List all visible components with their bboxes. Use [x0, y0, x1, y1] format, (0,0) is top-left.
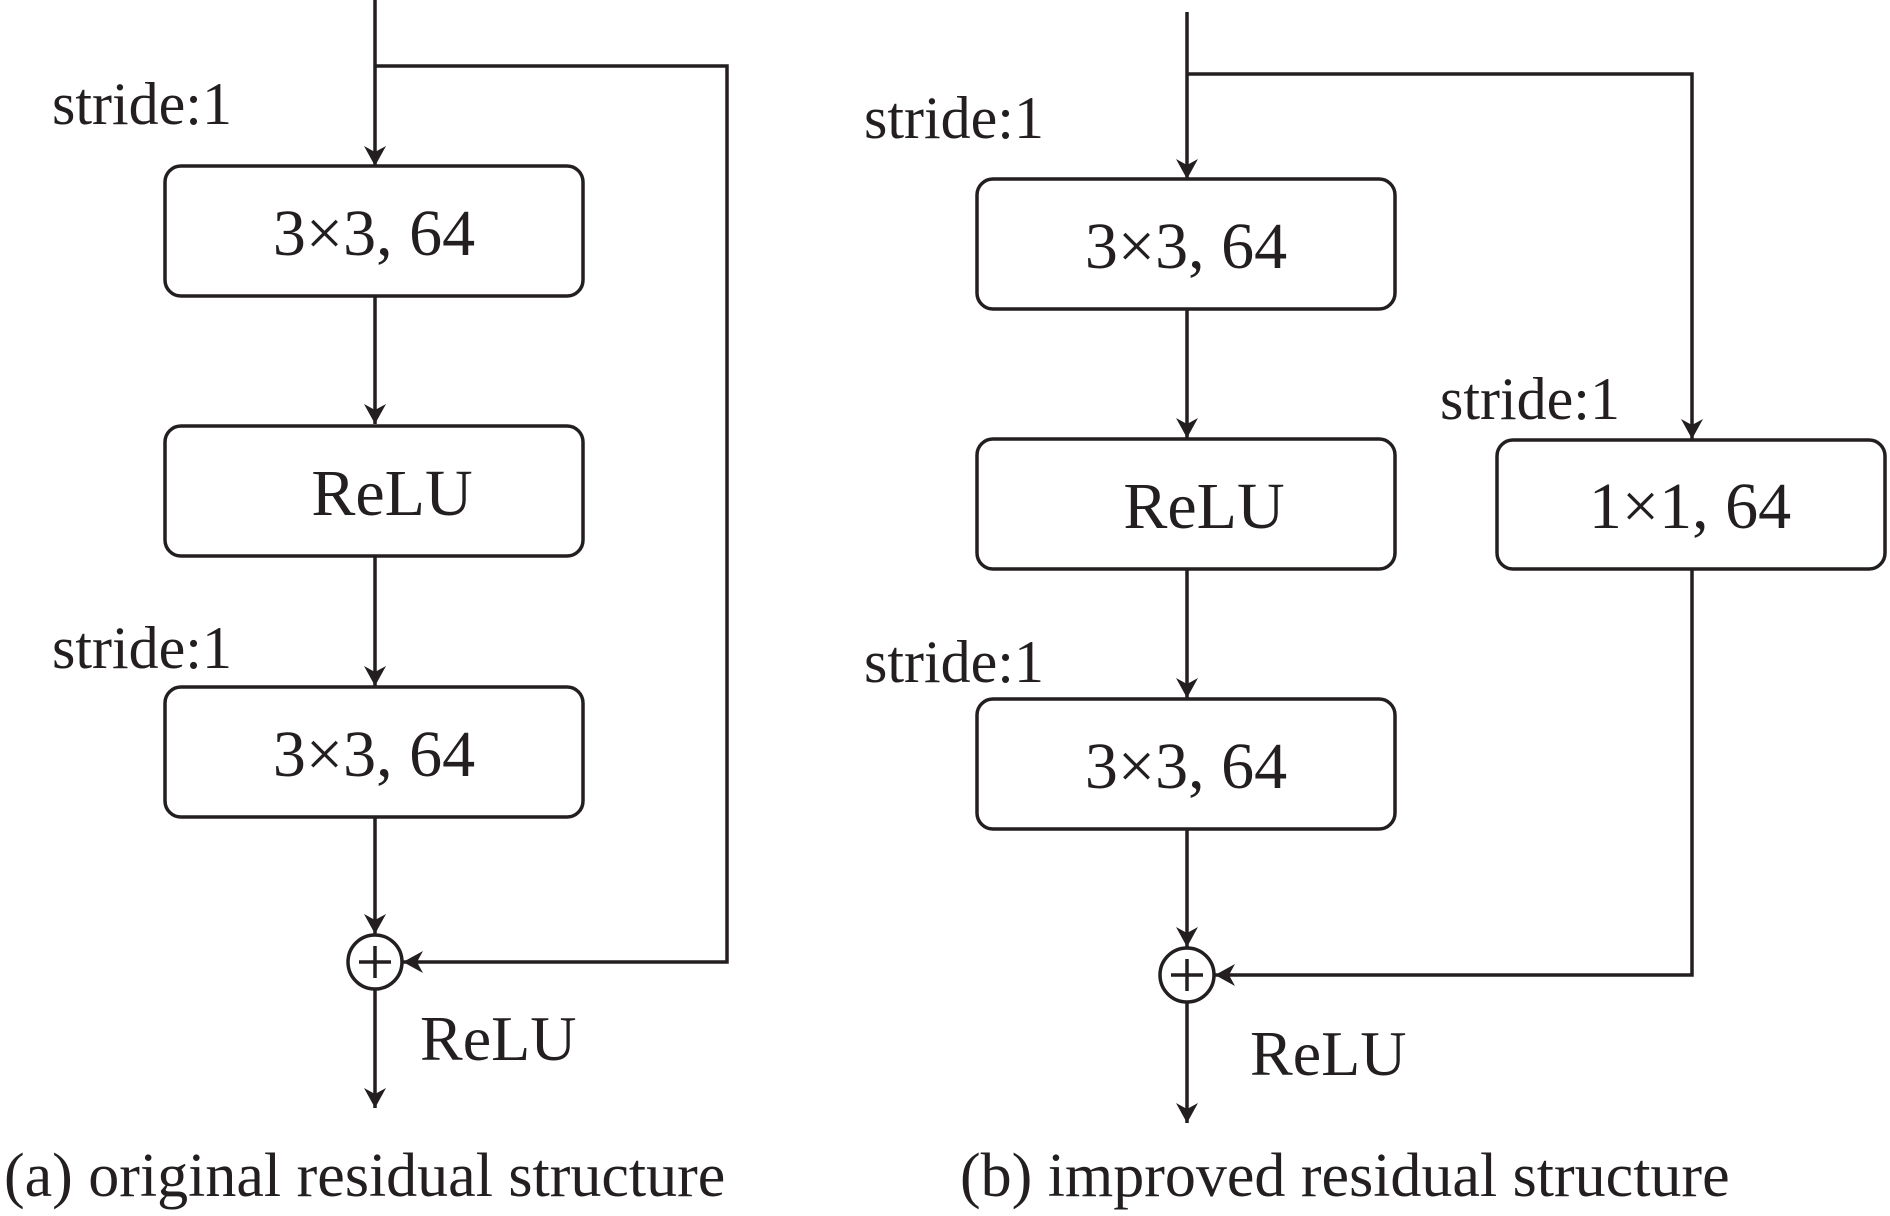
stride-label-top-b: stride:1 — [864, 85, 1044, 151]
relu-label-a: ReLU — [311, 457, 472, 530]
relu-output-label-a: ReLU — [420, 1003, 576, 1074]
relu-output-label-b: ReLU — [1250, 1018, 1406, 1089]
panel-b: stride:1 3×3, 64 ReLU stride:1 3×3, 64 s… — [864, 12, 1887, 1210]
panel-a: stride:1 3×3, 64 ReLU stride:1 3×3, 64 R… — [4, 0, 729, 1210]
identity-shortcut-a — [375, 64, 729, 973]
relu-box-a — [163, 424, 585, 558]
stride-label-mid-b: stride:1 — [864, 629, 1044, 695]
stride-label-top-a: stride:1 — [52, 71, 232, 137]
shortcut-conv-label-b: 1×1, 64 — [1589, 470, 1791, 543]
relu-label-b: ReLU — [1123, 470, 1284, 543]
relu-box-b — [975, 437, 1397, 571]
conv2-label-b: 3×3, 64 — [1085, 730, 1287, 803]
conv1-label-b: 3×3, 64 — [1085, 210, 1287, 283]
conv2-label-a: 3×3, 64 — [273, 718, 475, 791]
conv1-label-a: 3×3, 64 — [273, 197, 475, 270]
conv1-box-a — [163, 164, 585, 298]
conv2-box-a — [163, 685, 585, 819]
caption-b: (b) improved residual structure — [960, 1142, 1730, 1210]
projection-shortcut-in-b — [1187, 72, 1703, 439]
add-node-b — [1158, 946, 1216, 1004]
stride-label-mid-a: stride:1 — [52, 615, 232, 681]
conv1-box-b — [975, 177, 1397, 311]
add-node-a — [346, 933, 404, 991]
shortcut-stride-label-b: stride:1 — [1440, 366, 1620, 432]
caption-a: (a) original residual structure — [4, 1142, 725, 1210]
shortcut-conv-box-b — [1495, 438, 1887, 571]
projection-shortcut-out-b — [1215, 569, 1694, 986]
conv2-box-b — [975, 697, 1397, 831]
